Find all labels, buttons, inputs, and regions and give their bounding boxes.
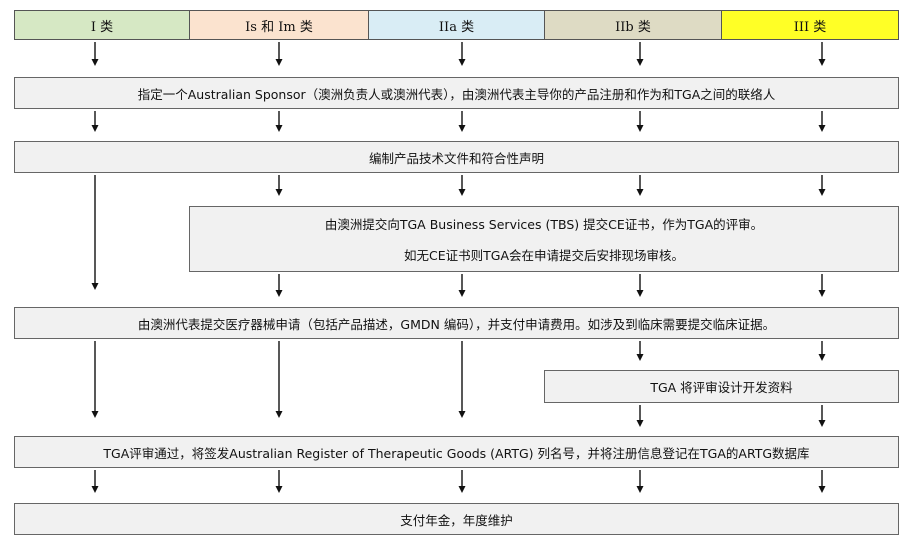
flow-arrow — [91, 111, 99, 132]
flow-arrow — [275, 111, 283, 132]
flow-arrow — [818, 111, 826, 132]
step-ce-certificate: 由澳洲提交向TGA Business Services (TBS) 提交CE证书… — [189, 206, 899, 272]
class-header-is-im: Is 和 Im 类 — [189, 10, 369, 40]
step-artg-listing: TGA评审通过，将签发Australian Register of Therap… — [14, 436, 899, 468]
flow-arrow — [636, 42, 644, 66]
flow-arrow — [818, 405, 826, 427]
flow-arrow — [275, 175, 283, 196]
flow-arrow — [275, 341, 283, 418]
flow-arrow — [818, 175, 826, 196]
flow-arrow — [636, 175, 644, 196]
class-header-iib: IIb 类 — [544, 10, 722, 40]
flow-arrow — [458, 111, 466, 132]
step-appoint-sponsor-text: 指定一个Australian Sponsor（澳洲负责人或澳洲代表），由澳洲代表… — [137, 86, 776, 102]
flow-arrow — [818, 341, 826, 361]
class-header-i: I 类 — [14, 10, 190, 40]
flow-arrow — [91, 341, 99, 418]
flow-arrow — [275, 42, 283, 66]
step-annual-maintenance: 支付年金，年度维护 — [14, 503, 899, 535]
step-artg-listing-text: TGA评审通过，将签发Australian Register of Therap… — [103, 445, 810, 461]
class-header-iii: III 类 — [721, 10, 899, 40]
flow-arrow — [458, 470, 466, 493]
step-design-review-text: TGA 将评审设计开发资料 — [650, 380, 793, 395]
flow-arrow — [818, 274, 826, 297]
step-technical-file-text: 编制产品技术文件和符合性声明 — [368, 150, 544, 166]
step-submit-application: 由澳洲代表提交医疗器械申请（包括产品描述，GMDN 编码），并支付申请费用。如涉… — [14, 307, 899, 339]
flow-arrow — [636, 341, 644, 361]
step-technical-file: 编制产品技术文件和符合性声明 — [14, 141, 899, 173]
flow-arrow — [636, 405, 644, 427]
flow-arrow — [275, 274, 283, 297]
class-header-iia: IIa 类 — [368, 10, 545, 40]
step-appoint-sponsor: 指定一个Australian Sponsor（澳洲负责人或澳洲代表），由澳洲代表… — [14, 77, 899, 109]
step-ce-certificate-line2: 如无CE证书则TGA会在申请提交后安排现场审核。 — [404, 248, 684, 263]
flow-arrow — [275, 470, 283, 493]
flow-arrow — [458, 274, 466, 297]
flow-arrow — [91, 470, 99, 493]
flow-arrow — [91, 175, 99, 290]
step-submit-application-text: 由澳洲代表提交医疗器械申请（包括产品描述，GMDN 编码），并支付申请费用。如涉… — [137, 316, 776, 332]
flow-arrow — [636, 470, 644, 493]
flow-arrow — [91, 42, 99, 66]
step-design-review: TGA 将评审设计开发资料 — [544, 370, 899, 403]
flow-arrow — [636, 111, 644, 132]
flow-arrow — [818, 42, 826, 66]
flow-arrow — [818, 470, 826, 493]
step-annual-maintenance-text: 支付年金，年度维护 — [400, 512, 513, 528]
flow-arrow — [458, 42, 466, 66]
flow-arrow — [458, 175, 466, 196]
step-ce-certificate-line1: 由澳洲提交向TGA Business Services (TBS) 提交CE证书… — [324, 217, 764, 232]
flow-arrow — [458, 341, 466, 418]
flow-arrow — [636, 274, 644, 297]
